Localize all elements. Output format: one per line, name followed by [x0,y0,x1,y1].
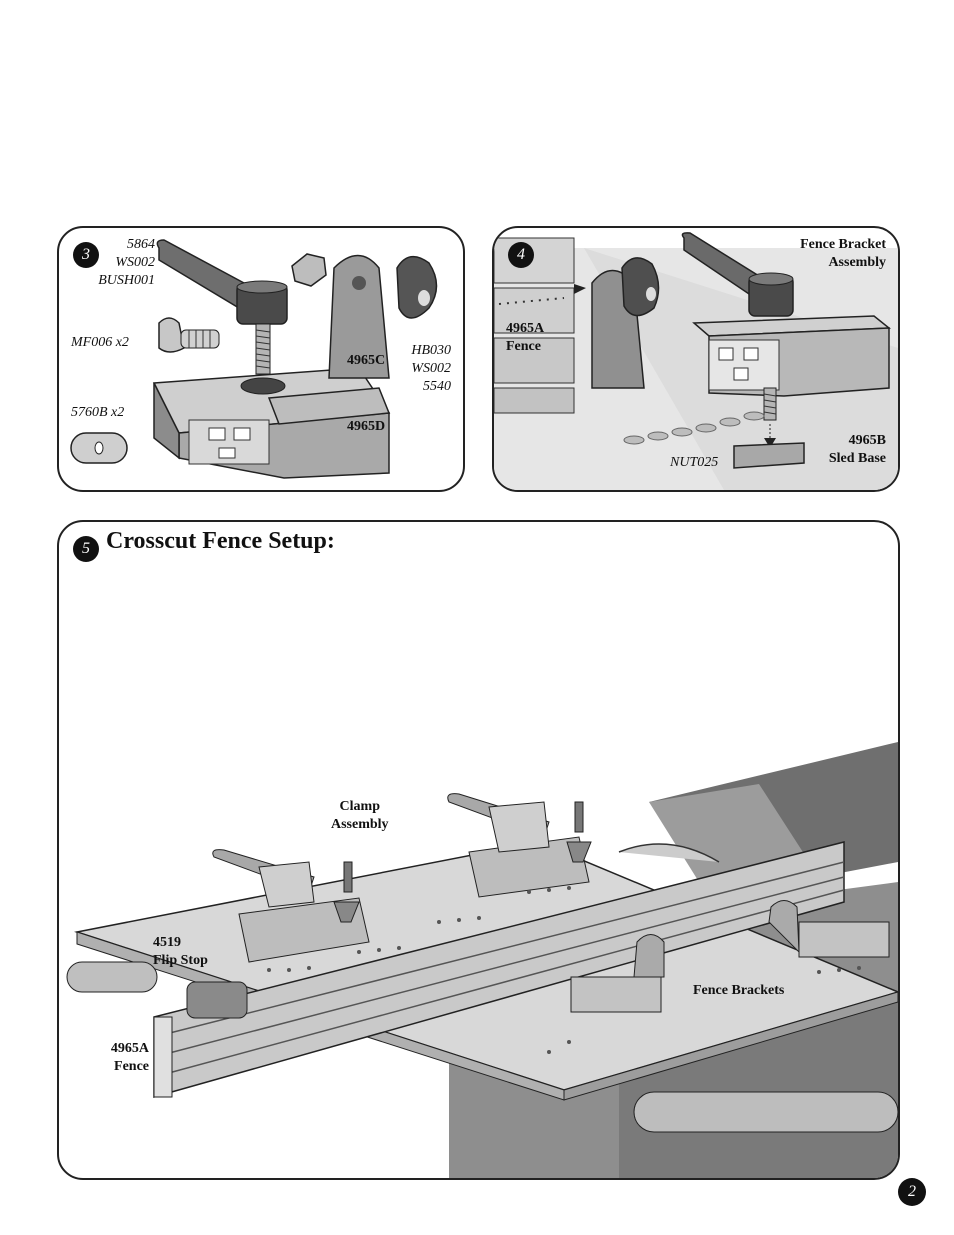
fence-4965a-label: 4965A Fence [506,320,544,356]
step3-panel: 3 5864 WS002 BUSH001 MF006 x2 5760B x2 4… [57,226,465,492]
flip-stop-label: 4519 Flip Stop [153,934,208,970]
step3-number-badge: 3 [73,242,99,268]
label-4519: 4519 [153,935,181,950]
step5-illustration [66,742,898,1178]
label-4965b: 4965B [848,433,886,448]
label-5540: 5540 [423,379,451,394]
label-sled-base: Sled Base [828,451,886,466]
label-fence-bracket: Fence Bracket [800,237,886,252]
label-mf006: MF006 x2 [71,335,129,350]
sled-base-label: 4965B Sled Base [829,432,886,468]
label-4965c: 4965C [347,353,386,368]
step5-number-badge: 5 [73,536,99,562]
step3-knob-hardware-label: HB030 WS002 5540 [411,342,451,396]
label-bush001: BUSH001 [98,273,155,288]
label-5760b: 5760B x2 [71,405,125,420]
label-fence-2: Fence [114,1059,149,1074]
step4-number-badge: 4 [508,242,534,268]
label-5864: 5864 [127,237,155,252]
label-flip-stop: Flip Stop [153,953,208,968]
fence-brackets-label: Fence Brackets [693,983,785,998]
step4-panel: 4 Fence Bracket Assembly 4965A Fence 496… [492,226,900,492]
label-fence: Fence [506,339,541,354]
fence-4965a-label-step5: 4965A Fence [111,1040,149,1076]
label-4965d: 4965D [347,419,386,434]
label-4965a-2: 4965A [110,1041,149,1056]
label-4965a: 4965A [506,321,545,336]
clamp-assembly-label: Clamp Assembly [331,798,389,834]
label-nut025: NUT025 [670,455,719,470]
label-clamp: Clamp [339,799,380,814]
fence-bracket-assembly-label: Fence Bracket Assembly [800,236,886,272]
label-ws002: WS002 [115,255,155,270]
label-hb030: HB030 [411,343,451,358]
label-assembly-2: Assembly [331,817,389,832]
step4-illustration [494,232,898,490]
step5-panel: 5 Crosscut Fence Setup: Clamp Assembly 4… [57,520,900,1180]
step5-title: Crosscut Fence Setup: [106,528,335,554]
step3-illustration [70,239,438,479]
page-number-badge: 2 [898,1178,926,1206]
step3-hardware-label: 5864 WS002 BUSH001 [98,236,155,290]
label-assembly: Assembly [828,255,886,270]
label-ws002-2: WS002 [411,361,451,376]
